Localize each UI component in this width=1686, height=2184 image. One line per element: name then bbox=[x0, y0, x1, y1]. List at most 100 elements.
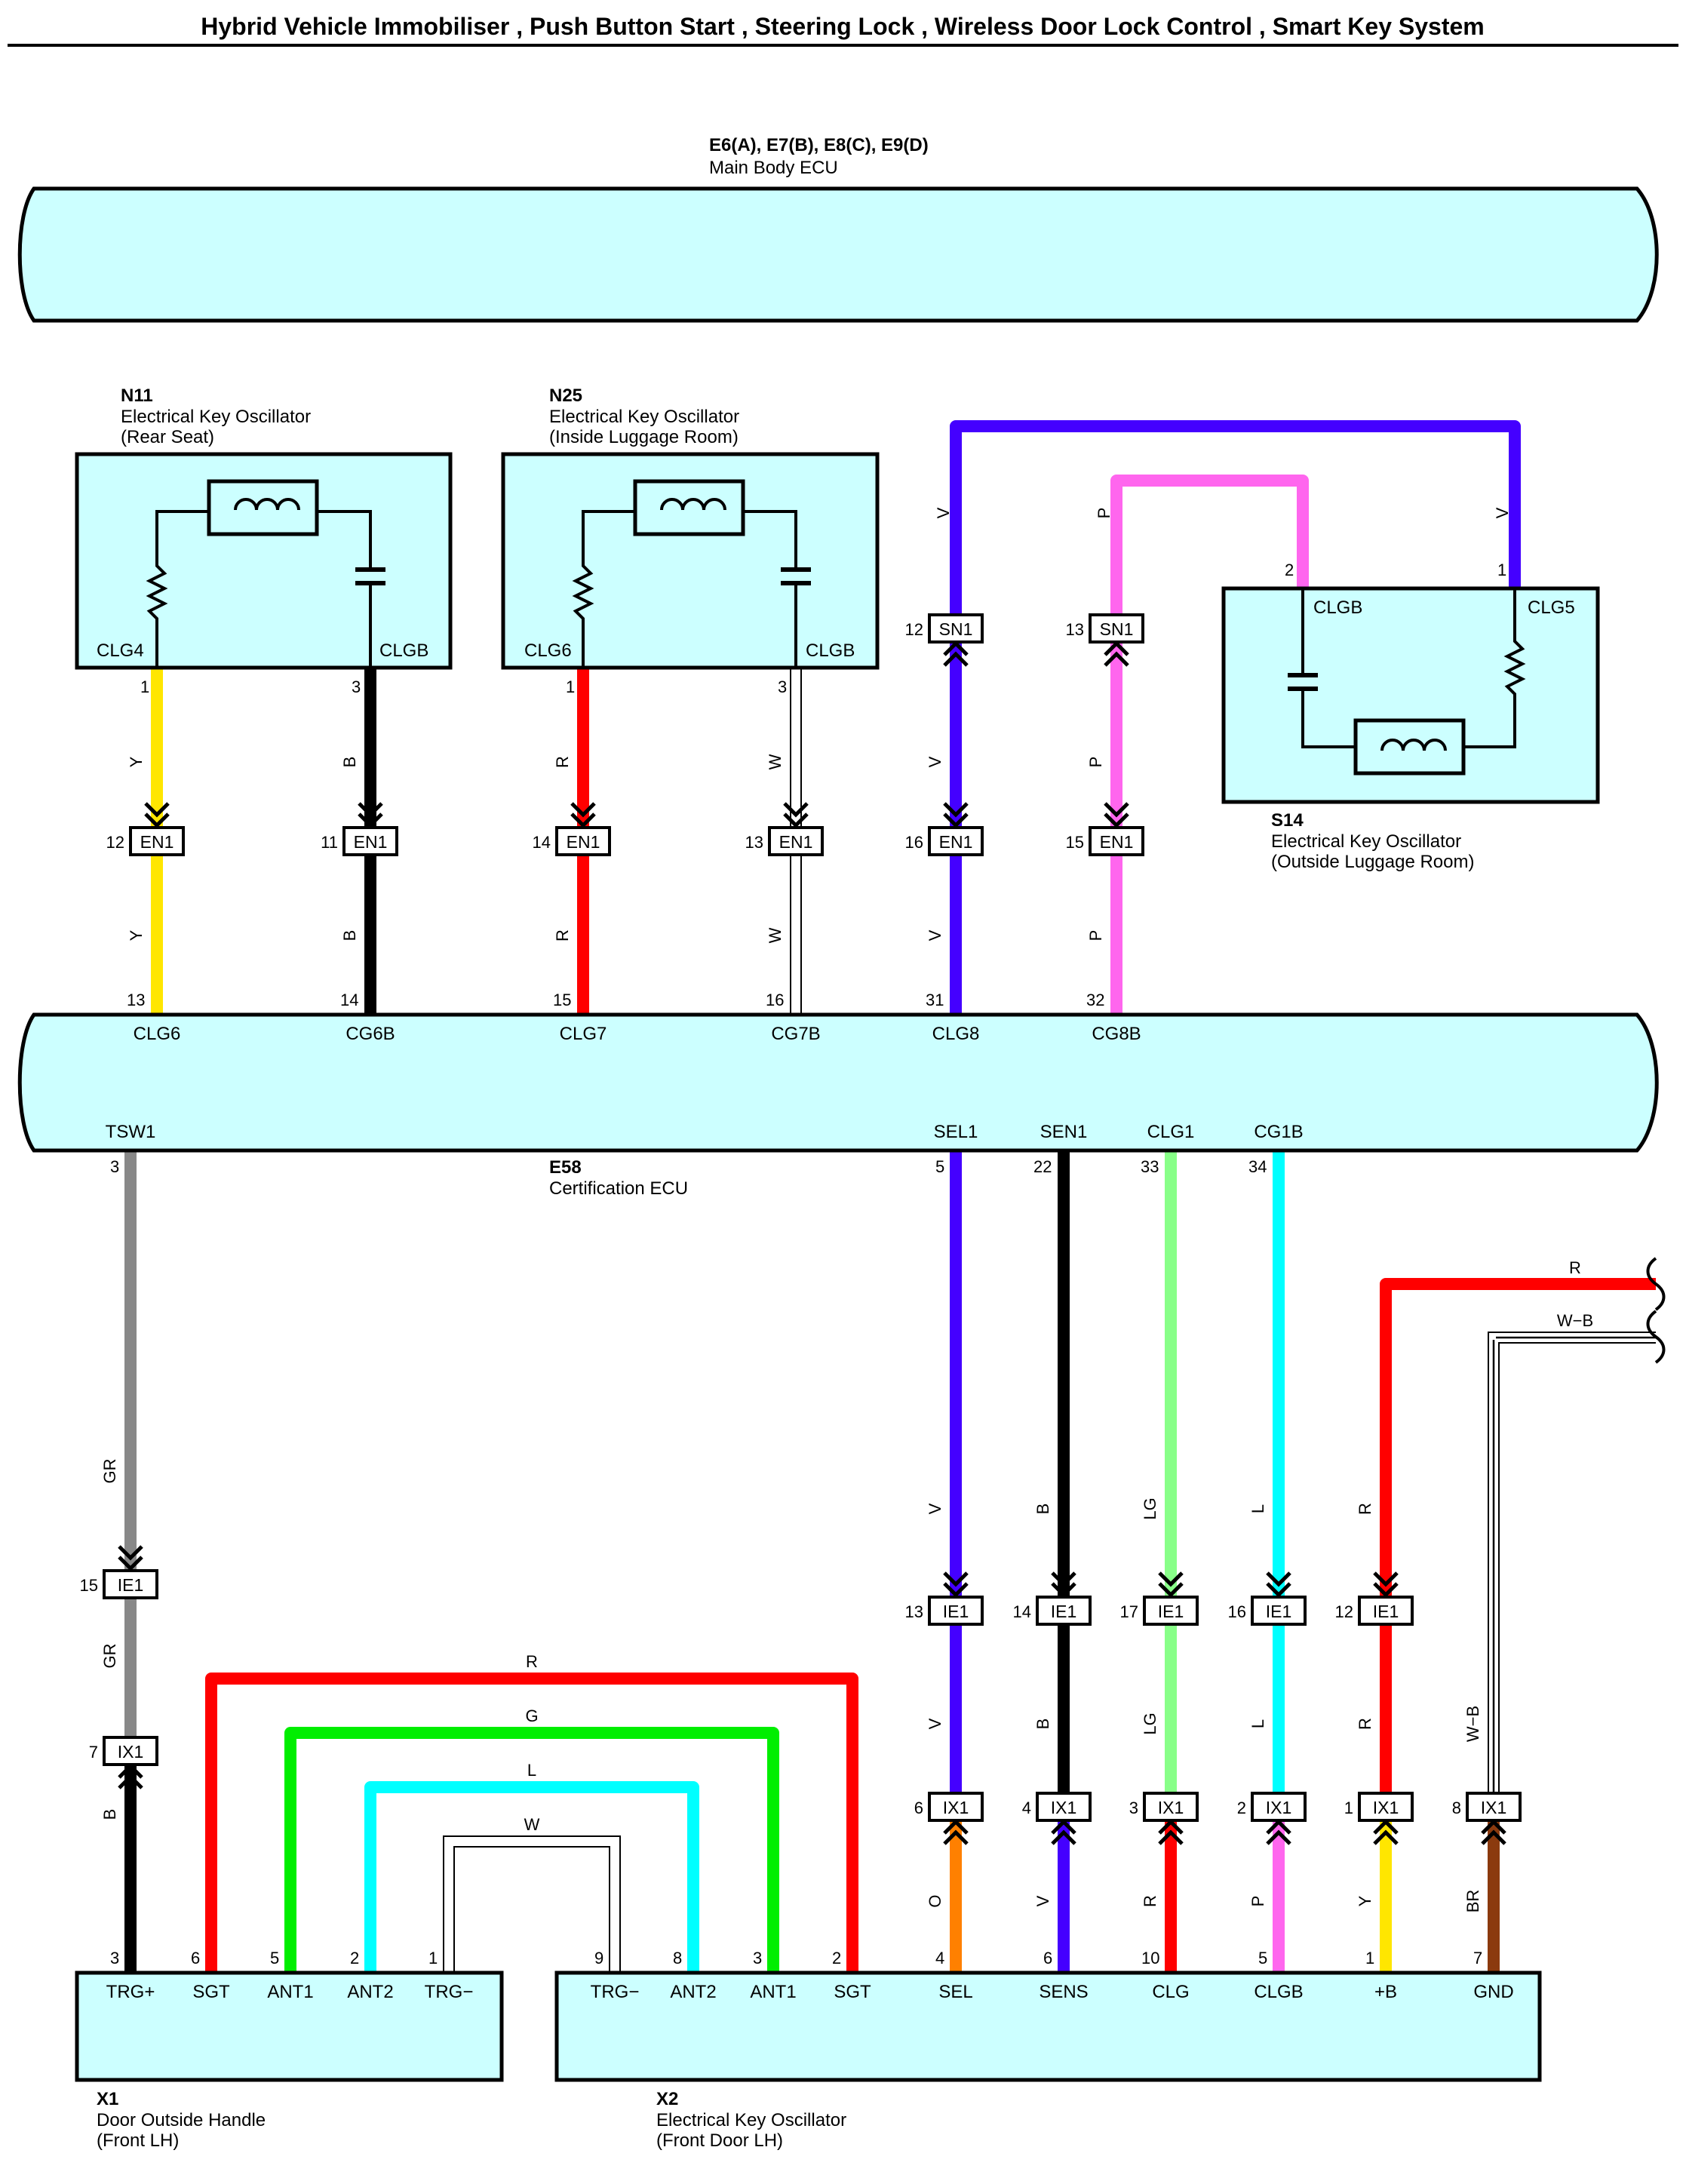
pin-number: 13 bbox=[127, 991, 145, 1009]
wire-label: W bbox=[766, 927, 785, 943]
svg-text:12: 12 bbox=[106, 833, 124, 852]
pin-number: 16 bbox=[766, 991, 784, 1009]
wire-loop-r-sgt bbox=[205, 1673, 858, 1973]
pin-label: CLG7 bbox=[560, 1024, 607, 1044]
s14-circuit bbox=[1288, 588, 1526, 776]
wire-wb-gnd bbox=[1489, 1333, 1656, 1807]
cert-ecu-top-pins: 13 CLG6 14 CG6B 15 CLG7 16 CG7B 31 CLG8 … bbox=[127, 991, 1141, 1044]
wire-label: BR bbox=[1463, 1890, 1482, 1913]
pin-number: 3 bbox=[110, 1949, 119, 1967]
wire-wb-outline bbox=[1488, 1332, 1656, 1807]
svg-text:8: 8 bbox=[1452, 1798, 1461, 1817]
svg-text:IE1: IE1 bbox=[118, 1575, 144, 1595]
s14-sub: (Outside Luggage Room) bbox=[1271, 852, 1474, 872]
wire-label-v-s14: V bbox=[1493, 507, 1512, 518]
x2-box bbox=[554, 1971, 1542, 2082]
s14-pin-right: CLG5 bbox=[1528, 597, 1575, 618]
lower-wire-labels: GR GR B R G L W V V O B B V LG LG R L L … bbox=[100, 1258, 1593, 1912]
pin-label: ANT1 bbox=[750, 1982, 796, 2002]
x1-pins: 3 TRG+ 6 SGT 5 ANT1 2 ANT2 1 TRG− bbox=[106, 1949, 474, 2002]
pin-number: 33 bbox=[1141, 1157, 1159, 1176]
wire-label: G bbox=[525, 1706, 538, 1725]
en1-connector-r: EN1 14 bbox=[533, 802, 611, 856]
pin-number: 1 bbox=[428, 1949, 438, 1967]
pin-number: 8 bbox=[673, 1949, 682, 1967]
x2-name: Electrical Key Oscillator bbox=[656, 2110, 846, 2130]
svg-text:IX1: IX1 bbox=[943, 1798, 969, 1817]
svg-text:IE1: IE1 bbox=[1266, 1602, 1292, 1621]
wire-label: GR bbox=[100, 1459, 119, 1484]
pin-number: 6 bbox=[1043, 1949, 1052, 1967]
wire-label: V bbox=[1033, 1895, 1052, 1906]
n25-num-right: 3 bbox=[778, 677, 787, 696]
pin-number: 22 bbox=[1033, 1157, 1052, 1176]
pin-number: 5 bbox=[935, 1157, 944, 1176]
pin-number: 14 bbox=[340, 991, 358, 1009]
wire-label: B bbox=[340, 930, 359, 941]
svg-text:IX1: IX1 bbox=[118, 1742, 144, 1762]
pin-number: 5 bbox=[1258, 1949, 1267, 1967]
wire-label: R bbox=[553, 756, 572, 768]
pin-number: 15 bbox=[553, 991, 571, 1009]
certification-ecu-id: E58 bbox=[549, 1157, 582, 1178]
wire-label-v-top: V bbox=[934, 507, 953, 518]
pin-number: 31 bbox=[926, 991, 944, 1009]
wire-label: W−B bbox=[1463, 1706, 1482, 1742]
svg-text:SN1: SN1 bbox=[1100, 619, 1134, 639]
svg-text:EN1: EN1 bbox=[567, 832, 600, 852]
wire-label: R bbox=[1356, 1503, 1374, 1515]
svg-text:14: 14 bbox=[533, 833, 551, 852]
wire-label: O bbox=[926, 1894, 944, 1907]
n25-circuit bbox=[572, 479, 811, 668]
svg-text:EN1: EN1 bbox=[354, 832, 388, 852]
svg-text:IX1: IX1 bbox=[1481, 1798, 1507, 1817]
pin-number: 9 bbox=[594, 1949, 603, 1967]
svg-text:7: 7 bbox=[89, 1743, 98, 1762]
n11-id: N11 bbox=[121, 386, 153, 406]
svg-text:4: 4 bbox=[1022, 1798, 1031, 1817]
pin-number: 2 bbox=[832, 1949, 841, 1967]
wire-label: V bbox=[926, 1503, 944, 1514]
en1-connector-y: EN1 12 bbox=[106, 802, 185, 856]
pin-label: SGT bbox=[192, 1982, 230, 2002]
wire-loop-w-trg-minus bbox=[444, 1837, 619, 1973]
wire-v-clg8 bbox=[950, 420, 1521, 1015]
wire-label-p-top: P bbox=[1095, 508, 1113, 519]
pin-label: CLGB bbox=[1254, 1982, 1303, 2002]
svg-text:11: 11 bbox=[321, 833, 338, 852]
ie1-connector-sen1: IE1 14 bbox=[1013, 1571, 1092, 1626]
pin-label: CLG1 bbox=[1147, 1122, 1195, 1142]
wire-label: B bbox=[1033, 1719, 1052, 1730]
svg-text:15: 15 bbox=[80, 1576, 98, 1595]
ie1-connectors: IE1 15 IE1 13 IE1 14 IE1 17 IE1 16 bbox=[80, 1545, 1414, 1626]
s14-num-left: 2 bbox=[1285, 561, 1294, 579]
n11-name: Electrical Key Oscillator bbox=[121, 407, 311, 427]
ix1-connector-gnd: IX1 8 bbox=[1452, 1792, 1522, 1845]
wire-label: L bbox=[527, 1761, 536, 1780]
wire-label: W bbox=[766, 754, 785, 769]
svg-text:3: 3 bbox=[1129, 1798, 1138, 1817]
svg-text:12: 12 bbox=[1335, 1602, 1353, 1621]
svg-text:EN1: EN1 bbox=[939, 832, 973, 852]
svg-text:15: 15 bbox=[1066, 833, 1084, 852]
svg-text:IE1: IE1 bbox=[1051, 1602, 1077, 1621]
pin-label: TRG− bbox=[591, 1982, 640, 2002]
n11-pin-left: CLG4 bbox=[97, 640, 144, 661]
sn1-connectors: SN1 12 SN1 13 bbox=[905, 613, 1144, 667]
pin-label: CLG6 bbox=[134, 1024, 181, 1044]
pin-number: 10 bbox=[1141, 1949, 1159, 1967]
pin-label: ANT2 bbox=[670, 1982, 716, 2002]
en1-connector-w: EN1 13 bbox=[745, 802, 824, 856]
ie1-connector-sel1: IE1 13 bbox=[905, 1571, 984, 1626]
n11-num-left: 1 bbox=[140, 677, 149, 696]
x2-sub: (Front Door LH) bbox=[656, 2130, 783, 2151]
wire-label-offpage-wb: W−B bbox=[1557, 1311, 1593, 1330]
svg-text:2: 2 bbox=[1237, 1798, 1246, 1817]
ix1-connectors: IX1 7 IX1 6 IX1 4 IX1 3 IX1 2 bbox=[89, 1736, 1522, 1845]
en1-connector-b: EN1 11 bbox=[321, 802, 398, 856]
svg-text:EN1: EN1 bbox=[779, 832, 813, 852]
ie1-connector-cg1b: IE1 16 bbox=[1228, 1571, 1307, 1626]
main-body-ecu-id: E6(A), E7(B), E8(C), E9(D) bbox=[709, 135, 929, 155]
svg-text:13: 13 bbox=[1066, 620, 1084, 639]
